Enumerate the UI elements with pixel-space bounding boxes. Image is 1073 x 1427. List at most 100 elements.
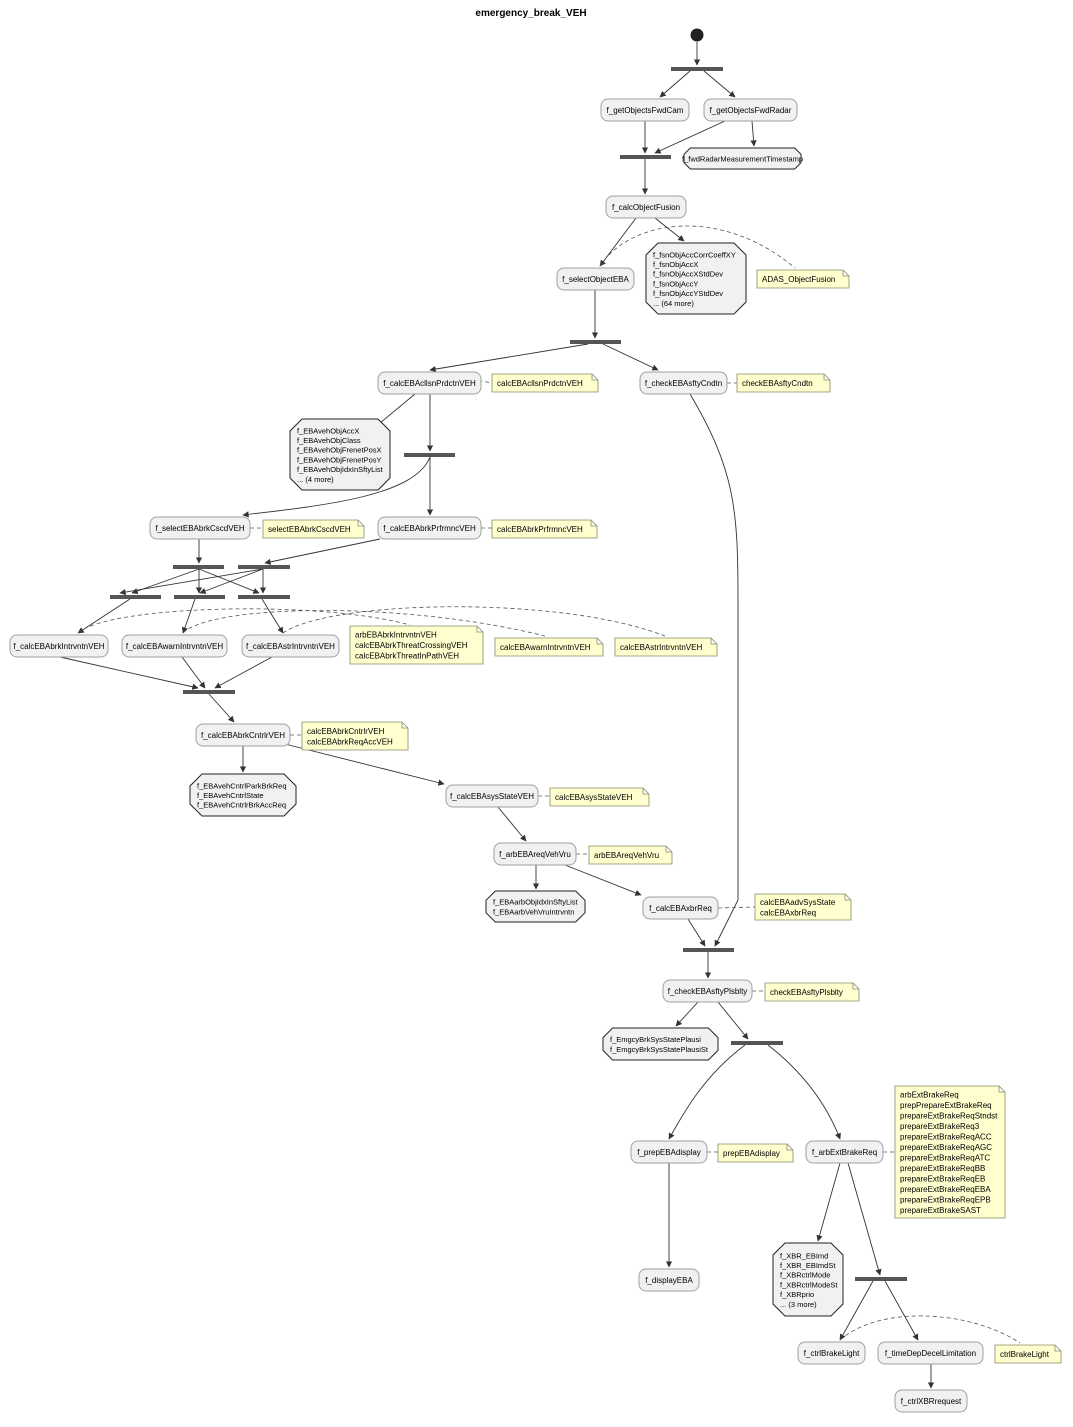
action-calcebaxbrreq: f_calcEBAxbrReq [642,896,719,920]
action-checkebasftyplsblty: f_checkEBAsftyPlsblty [662,979,753,1003]
flow-edge [750,120,757,147]
data-store-line: f_XBRprio [780,1290,814,1299]
data-store-line: f_EmgcyBrkSysStatePlausiSt [610,1045,709,1054]
flow-edge [687,918,706,947]
flow-edge [847,1162,882,1276]
action-label: f_displayEBA [645,1276,693,1285]
note-line: selectEBAbrkCscdVEH [268,525,351,534]
action-label: f_arbEBAreqVehVru [499,850,571,859]
flow-edge [198,568,260,594]
note-checkebasftyplsblty: checkEBAsftyPlsblty [764,982,860,1002]
action-label: f_calcEBAwarnIntrvntnVEH [126,642,223,651]
action-label: f_ctrlXBRrequest [901,1397,962,1406]
fork-join-bar [731,1041,783,1045]
flow-edge [884,1280,919,1341]
note-connector [282,606,666,637]
action-ctrlbrakelight: f_ctrlBrakeLight [797,1341,866,1365]
fork-join-bar [183,690,235,694]
data-store-line: f_fsnObjAccXStdDev [653,270,723,279]
note-arbebareqvehvru: arbEBAreqVehVru [588,845,673,865]
action-label: f_calcEBAcllsnPrdctnVEH [383,379,476,388]
note-line: calcEBAbrkReqAccVEH [307,737,393,746]
action-label: f_arbExtBrakeReq [812,1148,877,1157]
flow-edge [199,568,264,594]
note-calcebawarnintrvntnveh: calcEBAwarnIntrvntnVEH [494,637,604,657]
note-line: prepareExtBrakeReqEB [900,1174,985,1183]
flow-edge [242,456,431,518]
flow-edge [839,1280,874,1341]
nodes: f_getObjectsFwdCam f_getObjectsFwdRadar f_… [9,28,1062,1413]
note-line: prepEBAdisplay [723,1149,780,1158]
data-store-fsnobjacccorrcoeffxy: f_fsnObjAccCorrCoeffXYf_fsnObjAccXf_fsnO… [645,242,747,315]
flow-edge [208,693,235,723]
flow-edge [497,806,527,842]
note-line: prepareExtBrakeReq3 [900,1122,980,1131]
action-label: f_calcEBAbrkCntrlrVEH [201,731,285,740]
note-line: prepareExtBrakeReqStndst [900,1111,998,1120]
data-store-line: f_XBRctrlModeSt [780,1280,838,1289]
note-line: calcEBAbrkPrfrmncVEH [497,525,583,534]
action-label: f_calcEBAstrIntrvntnVEH [246,642,335,651]
action-getobjectsfwdcam: f_getObjectsFwdCam [600,98,690,122]
action-label: f_calcObjectFusion [612,203,680,212]
note-line: calcEBAcllsnPrdctnVEH [497,379,583,388]
data-store-line: f_EBAvehCntrlState [197,791,264,800]
flow-edge [703,70,736,98]
action-timedepdecellimitation: f_timeDepDecelLimitation [877,1341,984,1365]
note-selectebabrkcscdveh: selectEBAbrkCscdVEH [262,519,365,539]
data-store-line: ... (64 more) [653,299,694,308]
data-store-line: f_EBAvehObjFrenetPosX [297,446,382,455]
flow-edge [181,656,206,689]
note-connector [717,906,756,909]
note-line: arbEBAbrkIntrvntnVEH [355,631,437,640]
action-prepebadisplay: f_prepEBAdisplay [630,1140,708,1164]
action-label: f_prepEBAdisplay [637,1148,701,1157]
note-line: ADAS_ObjectFusion [762,275,835,284]
flow-edge [654,120,726,154]
data-store-ebavehobjaccx: f_EBAvehObjAccXf_EBAvehObjClassf_EBAvehO… [289,418,391,491]
flow-edge [59,656,199,690]
note-checkebasftycndtn: checkEBAsftyCndtn [736,373,831,393]
note-line: prepareExtBrakeReqEPB [900,1195,991,1204]
data-store-line: f_EBAvehCntrlrBrkAccReq [197,801,286,810]
action-label: f_calcEBAbrkPrfrmncVEH [383,524,476,533]
data-store-line: f_XBR_EBImdSt [780,1261,836,1270]
action-selectebabrkcscdveh: f_selectEBAbrkCscdVEH [149,516,251,540]
action-displayeba: f_displayEBA [638,1268,700,1292]
note-line: prepareExtBrakeSAST [900,1206,981,1215]
fork-join-bar [238,565,290,569]
flow-edge [767,1044,841,1140]
fork-join-bar [238,595,290,599]
data-store-line: f_fsnObjAccYStdDev [653,289,723,298]
flow-edge [181,598,196,634]
note-line: prepPrepareExtBrakeReq [900,1101,992,1110]
action-getobjectsfwdradar: f_getObjectsFwdRadar [703,98,798,122]
action-calcebawarnintrvntnveh: f_calcEBAwarnIntrvntnVEH [121,634,228,658]
data-store-emgcybrksysstateplausi: f_EmgcyBrkSysStatePlausif_EmgcyBrkSysSta… [602,1027,719,1061]
note-line: calcEBAbrkThreatInPathVEH [355,652,459,661]
note-connector [839,1315,1021,1344]
note-line: calcEBAbrkCntrlrVEH [307,727,385,736]
note-ctrlbrakelight: ctrlBrakeLight [994,1344,1062,1364]
note-arbextbrakereq: arbExtBrakeReqprepPrepareExtBrakeReqprep… [894,1085,1006,1219]
flow-edge [675,1001,699,1027]
data-store-line: f_fsnObjAccCorrCoeffXY [653,250,736,259]
action-label: f_calcEBAsysStateVEH [450,792,534,801]
note-connector [182,610,546,637]
note-line: prepareExtBrakeReqAGC [900,1143,992,1152]
fork-join-bar [173,565,224,569]
action-calcebacllsnprdctnveh: f_calcEBAcllsnPrdctnVEH [377,371,482,395]
flow-edge [689,393,739,947]
note-line: calcEBAstrIntrvntnVEH [620,643,702,652]
action-label: f_selectObjectEBA [562,275,629,284]
data-store-xbr-ebimd: f_XBR_EBImdf_XBR_EBImdStf_XBRctrlModef_X… [772,1242,844,1317]
note-line: calcEBAbrkThreatCrossingVEH [355,641,468,650]
data-store-line: f_EBAarbObjIdxInSftyList [493,898,579,907]
data-store-line: ... (3 more) [780,1300,817,1309]
fork-join-bar [570,340,621,344]
action-label: f_getObjectsFwdCam [607,106,684,115]
fork-join-bar [683,948,734,952]
action-label: f_checkEBAsftyCndtn [645,379,722,388]
